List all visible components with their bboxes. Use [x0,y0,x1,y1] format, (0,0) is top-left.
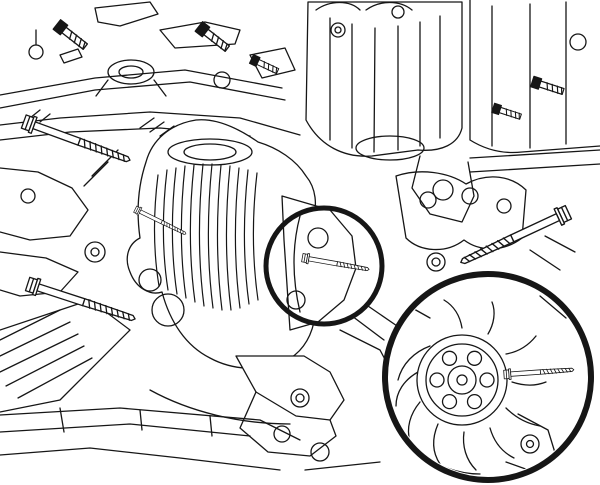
detail-inset-circle [382,271,594,483]
callout-circle [263,205,385,327]
left-brackets [0,149,119,297]
valvetrain-rails [0,1,301,141]
alternator-fins [153,163,259,311]
intake-housing [305,1,475,223]
small-stud-bolt [491,102,523,122]
mounting-bolt-right [456,203,573,272]
callout-leader-lines [351,305,401,341]
alternator-lower-mount [235,355,345,457]
engine-block-line-art [0,0,600,471]
inset-pulley [416,334,508,426]
right-engine-block [469,0,600,173]
lower-left-hatching [0,299,131,413]
mounting-bolt-upper-left [20,112,134,169]
small-stud-bolt [530,75,566,98]
alternator-assembly [126,119,357,457]
oil-pan-lines [0,389,381,471]
small-stud-bolt [52,19,90,53]
inset-fan-blades [395,299,547,471]
small-stud-bolt [248,54,281,76]
